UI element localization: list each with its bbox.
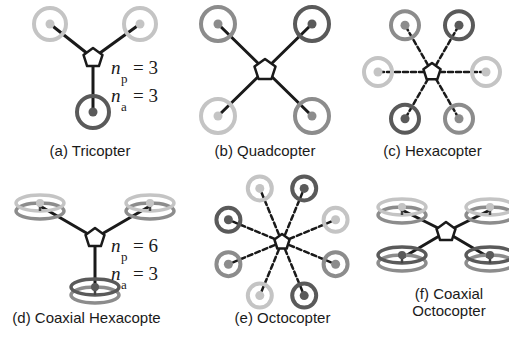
motor-hub — [455, 114, 464, 123]
variable-symbol: n — [111, 264, 121, 285]
propeller-disc — [124, 8, 156, 40]
motor-hub — [398, 251, 406, 259]
motor-hub — [146, 199, 154, 207]
panel-caption: (c) Hexacopter — [360, 143, 505, 160]
panel-caption: (e) Octocopter — [205, 310, 360, 327]
propeller-disc — [292, 284, 316, 308]
motor-hub — [300, 291, 309, 300]
motor-hub — [224, 215, 233, 224]
motor-hub — [300, 184, 309, 193]
motor-hub — [214, 112, 223, 121]
frame-body — [86, 228, 105, 246]
propeller-disc — [445, 105, 473, 133]
propeller-disc — [201, 99, 235, 133]
propeller-disc — [324, 208, 348, 232]
propeller-disc — [295, 99, 329, 133]
propeller-disc — [216, 252, 240, 276]
subscript: a — [121, 100, 127, 114]
propeller-disc — [364, 58, 392, 86]
frame-body — [255, 59, 276, 79]
motor-hub — [374, 68, 383, 77]
motor-hub — [36, 199, 44, 207]
propeller-disc — [248, 284, 272, 308]
equation-value: = 3 — [133, 86, 158, 107]
upper-propeller — [126, 195, 174, 211]
motor-hub — [398, 203, 406, 211]
subscript: a — [121, 278, 127, 292]
propeller-disc — [201, 7, 235, 41]
subscript: p — [121, 72, 128, 86]
upper-propeller — [466, 199, 509, 215]
motor-hub — [308, 112, 317, 121]
motor-hub — [91, 283, 99, 291]
motor-hub — [455, 21, 464, 30]
motor-hub — [308, 20, 317, 29]
propeller-disc — [324, 252, 348, 276]
panel-caption: (a) Tricopter — [15, 143, 165, 160]
panel-caption: (d) Coaxial Hexacopte — [4, 310, 169, 327]
propeller-disc — [295, 7, 329, 41]
upper-propeller — [378, 247, 426, 263]
motor-hub — [482, 68, 491, 77]
propeller-disc — [216, 208, 240, 232]
propeller-disc — [472, 58, 500, 86]
motor-hub — [46, 20, 55, 29]
motor-hub — [255, 184, 264, 193]
propeller-disc — [248, 176, 272, 200]
panel-caption: (f) Coaxial Octocopter — [395, 286, 503, 319]
equation-value: = 3 — [133, 264, 158, 285]
motor-hub — [401, 21, 410, 30]
propeller-disc — [34, 8, 66, 40]
panel-caption: (b) Quadcopter — [190, 143, 340, 160]
motor-hub — [214, 20, 223, 29]
equation-value: = 6 — [133, 236, 158, 257]
frame-body — [423, 63, 440, 79]
frame-body — [84, 48, 103, 66]
variable-symbol: n — [111, 58, 121, 79]
motor-hub — [89, 108, 98, 117]
frame-body — [274, 234, 289, 249]
motor-hub — [331, 215, 340, 224]
upper-propeller — [466, 247, 509, 263]
variable-symbol: n — [111, 236, 121, 257]
motor-hub — [255, 291, 264, 300]
subscript: p — [121, 250, 128, 264]
propeller-disc — [391, 11, 419, 39]
upper-propeller — [16, 195, 64, 211]
propeller-disc — [391, 105, 419, 133]
motor-hub — [224, 260, 233, 269]
motor-hub — [136, 20, 145, 29]
motor-hub — [486, 203, 494, 211]
variable-symbol: n — [111, 86, 121, 107]
frame-body — [437, 222, 456, 240]
motor-hub — [401, 114, 410, 123]
propeller-disc — [292, 176, 316, 200]
propeller-disc — [445, 11, 473, 39]
propeller-disc — [77, 96, 109, 128]
equation-value: = 3 — [133, 58, 158, 79]
motor-hub — [331, 260, 340, 269]
upper-propeller — [378, 199, 426, 215]
motor-hub — [486, 251, 494, 259]
